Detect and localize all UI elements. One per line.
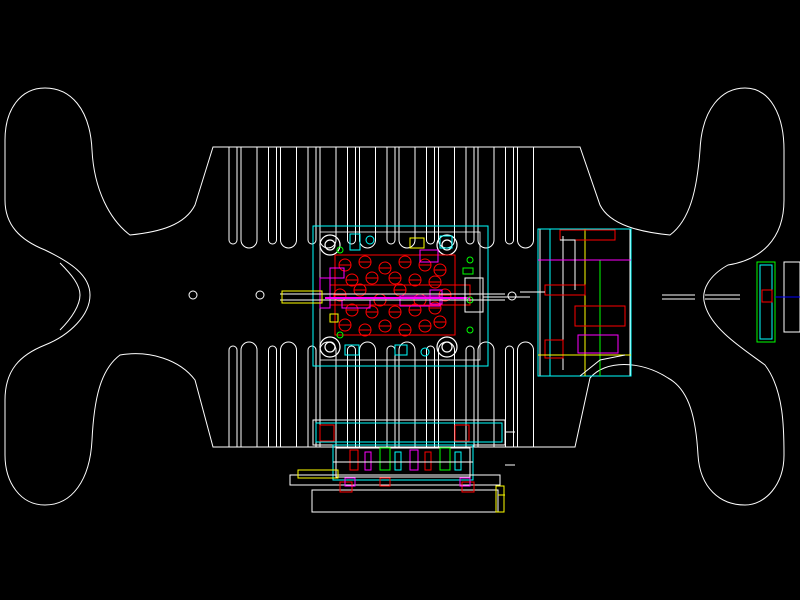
slot — [268, 341, 297, 447]
section-part — [379, 447, 391, 471]
stripper-block — [319, 277, 331, 309]
pilot-holes — [188, 290, 517, 301]
slot — [505, 341, 534, 447]
guide-hole — [365, 235, 375, 245]
slot — [465, 147, 495, 249]
slot — [347, 341, 376, 447]
right-partial-view[interactable] — [662, 261, 800, 343]
stripper-block — [329, 267, 345, 279]
section-part — [364, 451, 372, 471]
slot — [307, 341, 337, 447]
section-part — [424, 451, 432, 471]
bolt — [466, 326, 474, 334]
section-part — [439, 447, 451, 471]
section-part — [454, 451, 462, 471]
slot — [228, 341, 258, 447]
bolt — [336, 331, 344, 339]
slot — [307, 147, 337, 249]
guide-hole — [420, 347, 430, 357]
stopper — [462, 267, 474, 275]
section-part — [459, 477, 471, 487]
guide-block — [439, 235, 453, 249]
section-part — [409, 449, 419, 471]
side-section-view[interactable] — [520, 228, 632, 377]
slot — [386, 147, 416, 249]
bolt — [466, 256, 474, 264]
guide-block — [349, 233, 361, 251]
blank-strip-outline — [4, 87, 785, 506]
section-part — [344, 477, 356, 487]
stripper-block — [419, 249, 439, 263]
section-part — [379, 477, 391, 487]
slot — [347, 147, 376, 249]
slot — [426, 341, 455, 447]
front-section-view[interactable] — [289, 419, 515, 513]
stripper-block — [399, 295, 441, 307]
bolt — [336, 246, 344, 254]
slot — [465, 341, 495, 447]
bottom-slots — [228, 341, 534, 447]
slot — [386, 341, 416, 447]
spring-block — [409, 237, 425, 249]
section-part — [349, 449, 359, 471]
section-part — [394, 451, 402, 471]
die-plan-view[interactable] — [280, 225, 530, 367]
die-plate — [334, 254, 456, 336]
slot — [505, 147, 534, 249]
slot — [268, 147, 297, 249]
stripper-block — [341, 299, 371, 309]
guide-block — [344, 344, 360, 356]
guide-block — [394, 344, 408, 356]
slot — [228, 147, 258, 249]
slot — [426, 147, 455, 249]
spring-block — [329, 313, 339, 323]
